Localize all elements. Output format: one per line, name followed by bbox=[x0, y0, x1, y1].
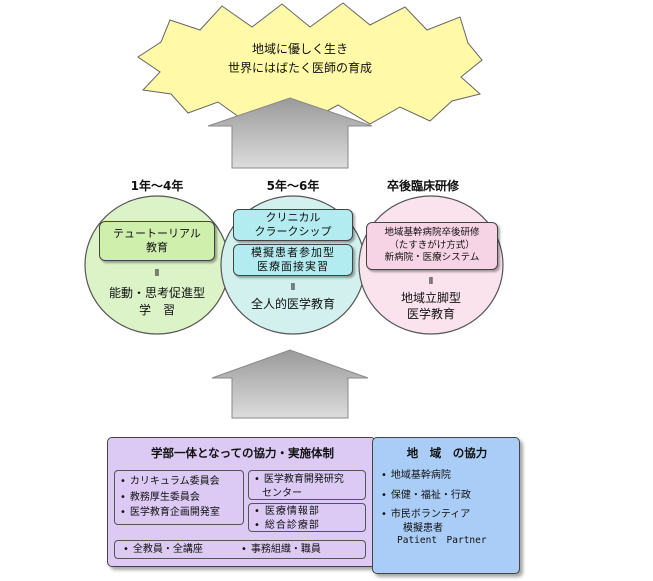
committee-item: 教務厚生委員会 bbox=[120, 490, 238, 506]
community-item: •地域基幹病院 bbox=[381, 470, 451, 481]
committee-item: 医学教育企画開発室 bbox=[120, 505, 238, 521]
regional-hospital-line-3: 新病院・医療システム bbox=[384, 252, 480, 264]
regional-hospital-line-2: （たすきがけ方式） bbox=[389, 239, 475, 251]
community-title: 地 域 の協力 bbox=[406, 446, 488, 460]
faculty-committees-box: カリキュラム委員会 教務厚生委員会 医学教育企画開発室 bbox=[114, 470, 244, 525]
medical-info-box: •医療情報部 •総合診療部 bbox=[248, 503, 366, 532]
regional-hospital-line-1: 地域基幹病院卒後研修 bbox=[384, 227, 480, 239]
tutorial-box-line-2: 教育 bbox=[146, 241, 168, 254]
community-list: •地域基幹病院 •保健・福祉・行政 •市民ボランティア 模擬患者 Patient… bbox=[381, 469, 487, 548]
community-sub-item: 模擬患者 bbox=[403, 522, 443, 534]
regional-hospital-box: 地域基幹病院卒後研修 （たすきがけ方式） 新病院・医療システム bbox=[366, 222, 498, 270]
goal-line-2: 世界にはばたく医師の育成 bbox=[227, 60, 372, 75]
committee-item: カリキュラム委員会 bbox=[120, 474, 238, 490]
simulated-patient-line-1: 模擬患者参加型 bbox=[251, 245, 335, 259]
faculty-title: 学部一体となっての協力・実施体制 bbox=[150, 446, 335, 460]
tutorial-box: テュートーリアル 教育 bbox=[99, 221, 215, 261]
result-postgraduate: 地域立脚型 医学教育 bbox=[376, 290, 486, 322]
equals-year1-4: Ⅱ bbox=[154, 268, 160, 279]
simulated-patient-box: 模擬患者参加型 医療面接実習 bbox=[233, 244, 353, 276]
faculty-staff-box: •全教員・全講座 •事務組織・職員 bbox=[114, 540, 366, 559]
result-year5-6: 全人的医学教育 bbox=[238, 297, 348, 312]
community-item: •保健・福祉・行政 bbox=[381, 489, 471, 501]
community-panel: 地 域 の協力 •地域基幹病院 •保健・福祉・行政 •市民ボランティア 模擬患者… bbox=[372, 437, 520, 574]
upward-arrow-bottom bbox=[211, 349, 369, 419]
medical-info-line-1: •医療情報部 bbox=[254, 506, 320, 517]
result-year1-4-line-1: 能動・思考促進型 bbox=[108, 286, 205, 300]
upward-arrow-top bbox=[207, 97, 373, 169]
medical-info-line-2: •総合診療部 bbox=[254, 519, 320, 531]
result-year5-6-line-1: 全人的医学教育 bbox=[250, 297, 335, 311]
result-year1-4-line-2: 学 習 bbox=[138, 303, 175, 318]
header-year5-6: 5年～6年 bbox=[266, 179, 320, 193]
result-year1-4: 能動・思考促進型 学 習 bbox=[97, 285, 217, 320]
medical-education-center-box: •医学教育開発研究 センター bbox=[248, 470, 366, 500]
clinical-clerkship-line-1: クリニカル bbox=[265, 210, 321, 224]
equals-postgraduate: Ⅱ bbox=[428, 276, 434, 287]
clinical-clerkship-box: クリニカル クラークシップ bbox=[233, 209, 353, 241]
goal-line-1: 地域に優しく生き bbox=[251, 42, 348, 56]
equals-year5-6: Ⅱ bbox=[290, 282, 296, 293]
medical-education-center-line-2: センター bbox=[262, 487, 302, 499]
simulated-patient-line-2: 医療面接実習 bbox=[257, 260, 329, 273]
clinical-clerkship-line-2: クラークシップ bbox=[254, 225, 332, 238]
medical-education-center-line-1: •医学教育開発研究 bbox=[254, 474, 344, 485]
faculty-panel: 学部一体となっての協力・実施体制 カリキュラム委員会 教務厚生委員会 医学教育企… bbox=[107, 437, 376, 567]
all-faculty-item: •全教員・全講座 bbox=[123, 544, 203, 555]
tutorial-box-line-1: テュートーリアル bbox=[113, 226, 201, 240]
header-year1-4: 1年～4年 bbox=[130, 179, 184, 193]
admin-staff-item: •事務組織・職員 bbox=[241, 544, 321, 555]
header-postgraduate: 卒後臨床研修 bbox=[386, 179, 459, 193]
result-postgraduate-line-1: 地域立脚型 bbox=[400, 291, 461, 305]
goal-text: 地域に優しく生き 世界にはばたく医師の育成 bbox=[190, 40, 410, 77]
result-postgraduate-line-2: 医学教育 bbox=[406, 307, 455, 322]
community-sub-item: Patient Partner bbox=[397, 535, 487, 546]
goal-starburst bbox=[137, 2, 483, 125]
community-item: •市民ボランティア bbox=[381, 509, 471, 520]
